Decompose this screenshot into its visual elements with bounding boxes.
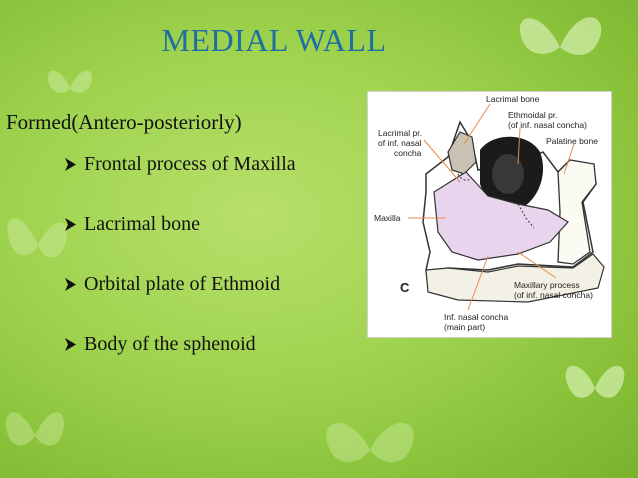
butterfly-icon [6,412,64,446]
bullet-list: Frontal process of Maxilla Lacrimal bone… [64,150,296,390]
bullet-text: Lacrimal bone [84,213,201,235]
butterfly-icon [326,422,414,463]
leader-lines [408,103,575,311]
arrow-bullet-icon [65,218,76,231]
slide-title: MEDIAL WALL [161,22,387,58]
slide-subtitle: Formed(Antero-posteriorly) [6,110,242,134]
bullet-text: Body of the sphenoid [84,333,256,355]
medial-wall-diagram [408,103,605,311]
butterfly-icon [519,17,602,55]
palatine-bone-shape [557,159,597,265]
bullet-text: Orbital plate of Ethmoid [84,273,281,295]
label-inferior-nasal-concha: Inf. nasal concha (main part) [444,312,509,332]
label-maxilla: Maxilla [374,213,401,223]
butterfly-icon [7,218,68,258]
label-maxillary-process: Maxillary process (of inf. nasal concha) [514,280,593,300]
bullet-text: Frontal process of Maxilla [84,153,296,175]
label-palatine-bone: Palatine bone [546,136,598,146]
label-ethmoidal-process: Ethmoidal pr. (of inf. nasal concha) [508,110,587,130]
label-lacrimal-bone: Lacrimal bone [486,94,540,104]
arrow-bullet-icon [65,338,76,351]
list-item: Lacrimal bone [64,210,296,238]
list-item: Body of the sphenoid [64,330,296,358]
arrow-bullet-icon [65,158,76,171]
label-lacrimal-process: Lacrimal pr. of inf. nasal concha [378,128,422,158]
butterfly-icon [47,70,93,93]
list-item: Frontal process of Maxilla [64,150,296,178]
list-item: Orbital plate of Ethmoid [64,270,296,298]
butterfly-icon [565,365,625,398]
inferior-concha-shape [433,171,569,261]
anatomy-figure: Lacrimal bone Lacrimal pr. of inf. nasal… [367,91,612,338]
arrow-bullet-icon [65,278,76,291]
panel-letter: C [400,280,410,295]
lacrimal-bone-shape [447,131,477,175]
